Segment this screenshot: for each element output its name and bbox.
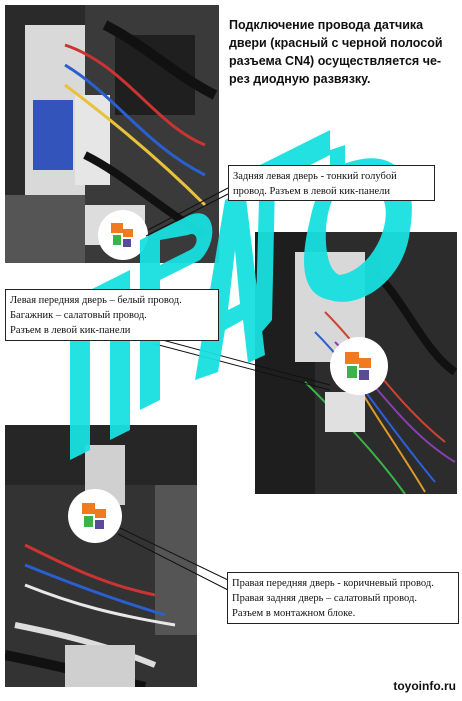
title-line: двери (красный с черной полосой xyxy=(229,36,443,50)
photo-bottom-left xyxy=(5,425,197,687)
photo-top-left xyxy=(5,5,219,263)
site-name: toyoinfo.ru xyxy=(393,679,456,693)
callout-line: Багажник – салатовый провод. xyxy=(10,310,147,321)
callout-line: Правая передняя дверь - коричневый прово… xyxy=(232,578,434,589)
callout-front-left: Левая передняя дверь – белый провод. Баг… xyxy=(5,289,219,341)
diode-badge-icon xyxy=(98,210,148,260)
title-line: рез диодную развязку. xyxy=(229,72,371,86)
diode-badge-icon xyxy=(330,337,388,395)
callout-line: провод. Разъем в левой кик-панели xyxy=(233,186,390,197)
title-line: Подключение провода датчика xyxy=(229,18,424,32)
callout-right: Правая передняя дверь - коричневый прово… xyxy=(227,572,459,624)
title-line: разъема CN4) осуществляется че- xyxy=(229,54,442,68)
callout-line: Левая передняя дверь – белый провод. xyxy=(10,295,182,306)
callout-line: Правая задняя дверь – салатовый провод. xyxy=(232,593,417,604)
callout-line: Разъем в монтажном блоке. xyxy=(232,608,356,619)
callout-line: Задняя левая дверь - тонкий голубой xyxy=(233,171,397,182)
diode-badge-icon xyxy=(68,489,122,543)
callout-rear-left: Задняя левая дверь - тонкий голубой пров… xyxy=(228,165,435,201)
page-title: Подключение провода датчика двери (красн… xyxy=(229,16,455,88)
callout-line: Разъем в левой кик-панели xyxy=(10,325,131,336)
